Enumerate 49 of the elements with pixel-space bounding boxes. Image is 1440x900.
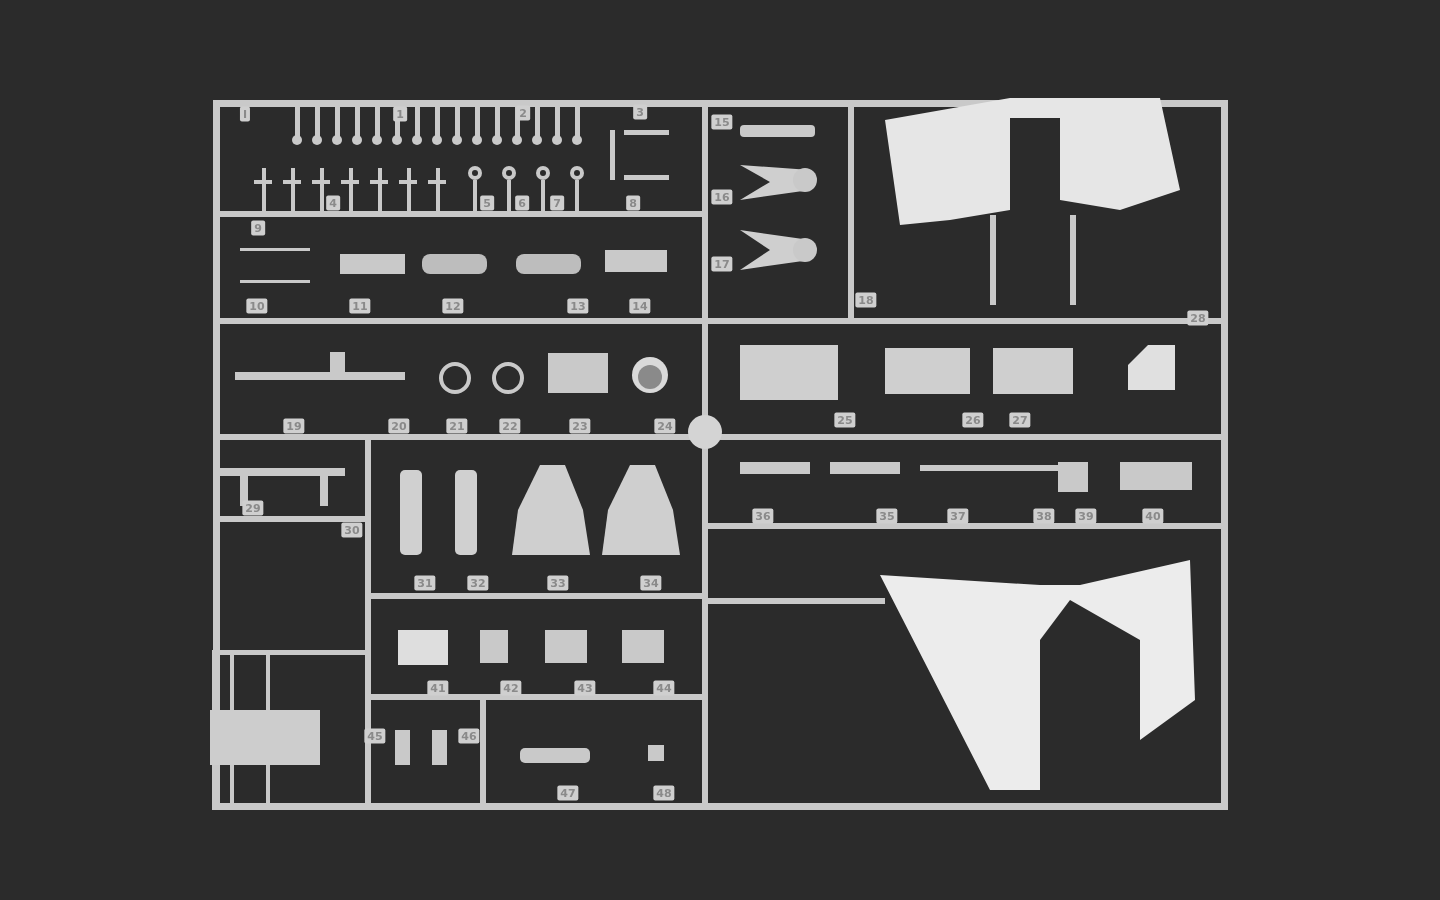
part-number: 11 [349, 298, 371, 314]
part-number: 46 [458, 728, 480, 744]
part-number: 47 [557, 785, 579, 801]
part-number: 25 [834, 412, 856, 428]
part-number: 8 [626, 195, 640, 211]
part-number: 40 [1142, 508, 1164, 524]
part-number: 12 [442, 298, 464, 314]
part-number: 3 [633, 104, 647, 120]
part-number: 5 [480, 195, 494, 211]
part-number: 42 [500, 680, 522, 696]
part-number: I [239, 106, 251, 122]
part-number: 26 [962, 412, 984, 428]
part-number: 30 [341, 522, 363, 538]
part-number: 17 [711, 256, 733, 272]
part-number: 22 [499, 418, 521, 434]
part-number: 19 [283, 418, 305, 434]
part-number: 31 [414, 575, 436, 591]
part-number: 37 [947, 508, 969, 524]
part-number: 34 [640, 575, 662, 591]
part-number: 41 [427, 680, 449, 696]
part-number: 6 [515, 195, 529, 211]
part-number: 23 [569, 418, 591, 434]
part-number: 15 [711, 114, 733, 130]
part-number: 27 [1009, 412, 1031, 428]
part-number: 16 [711, 189, 733, 205]
part-number: 21 [446, 418, 468, 434]
part-number: 24 [654, 418, 676, 434]
part-number: 1 [393, 106, 407, 122]
part-number: 43 [574, 680, 596, 696]
part-number: 14 [629, 298, 651, 314]
part-number: 45 [364, 728, 386, 744]
part-number: 2 [516, 105, 530, 121]
part-number: 44 [653, 680, 675, 696]
part-number: 13 [567, 298, 589, 314]
part-number: 48 [653, 785, 675, 801]
part-number: 4 [326, 195, 340, 211]
part-number: 20 [388, 418, 410, 434]
part-number: 28 [1187, 310, 1209, 326]
part-number: 39 [1075, 508, 1097, 524]
part-number: 38 [1033, 508, 1055, 524]
part-number: 29 [242, 500, 264, 516]
part-number: 18 [855, 292, 877, 308]
part-number: 9 [251, 220, 265, 236]
part-number: 36 [752, 508, 774, 524]
part-number: 7 [550, 195, 564, 211]
part-number: 33 [547, 575, 569, 591]
part-number: 32 [467, 575, 489, 591]
part-number: 10 [246, 298, 268, 314]
part-number: 35 [876, 508, 898, 524]
